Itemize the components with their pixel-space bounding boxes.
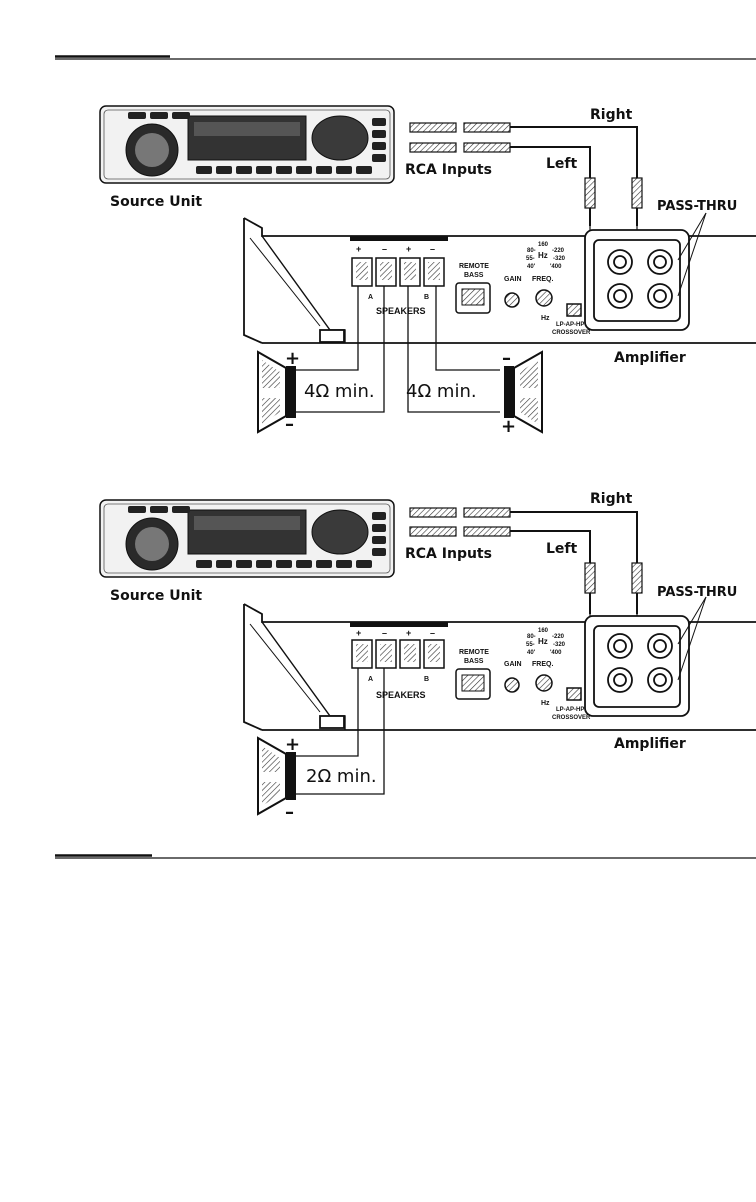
label-channel-b: B	[424, 676, 429, 683]
speaker-left	[257, 350, 296, 434]
speaker-a-bottom-sign: –	[285, 802, 294, 823]
freq-tick-40: 40'	[527, 650, 536, 656]
terminal-sign-4: –	[430, 628, 435, 638]
source-unit	[99, 105, 395, 184]
speaker-mono	[257, 736, 296, 816]
label-channel-a: A	[368, 294, 373, 301]
freq-tick-80: 80-	[527, 634, 536, 640]
source-unit	[99, 499, 395, 578]
terminal-sign-2: –	[382, 244, 387, 254]
terminal-sign-1: +	[356, 244, 361, 254]
diagram-stereo-4ohm: Right Left RCA Inputs Source Unit PASS-T…	[99, 105, 756, 437]
speaker-a-impedance: 4Ω min.	[304, 381, 375, 402]
freq-tick-80: 80-	[527, 248, 536, 254]
label-crossover-1: LP-AP-HP	[556, 707, 584, 713]
label-hz-top: Hz	[538, 251, 548, 260]
label-amplifier: Amplifier	[614, 350, 686, 366]
label-hz-bottom: Hz	[541, 700, 550, 707]
label-source-unit: Source Unit	[110, 588, 202, 604]
label-speakers: SPEAKERS	[376, 306, 426, 316]
label-source-unit: Source Unit	[110, 194, 202, 210]
speaker-b-bottom-sign: +	[501, 416, 516, 437]
freq-tick-400: '400	[550, 264, 562, 270]
gain-knob	[504, 677, 520, 693]
label-right: Right	[590, 491, 633, 507]
speaker-right	[504, 350, 543, 434]
label-freq: FREQ.	[532, 276, 553, 283]
terminal-sign-3: +	[406, 628, 411, 638]
terminal-sign-2: –	[382, 628, 387, 638]
terminal-sign-3: +	[406, 244, 411, 254]
mp3-display	[311, 509, 369, 555]
freq-tick-40: 40'	[527, 264, 536, 270]
mp3-display	[311, 115, 369, 161]
top-rule	[55, 55, 756, 60]
label-rca-inputs: RCA Inputs	[405, 546, 492, 562]
label-left: Left	[546, 541, 578, 557]
label-crossover-2: CROSSOVER	[552, 715, 591, 721]
freq-tick-160: 160	[538, 628, 549, 634]
speaker-a-top-sign: +	[285, 734, 300, 755]
label-remote: REMOTE	[459, 263, 489, 270]
gain-knob	[504, 292, 520, 308]
label-speakers: SPEAKERS	[376, 690, 426, 700]
label-freq: FREQ.	[532, 661, 553, 668]
diagram-mono-2ohm: Right Left RCA Inputs Source Unit PASS-T…	[99, 491, 756, 823]
freq-knob	[535, 289, 553, 307]
label-pass-thru: PASS-THRU	[657, 585, 737, 600]
freq-tick-220: -220	[552, 248, 565, 254]
bottom-rule	[55, 854, 756, 859]
label-gain: GAIN	[504, 276, 522, 283]
amplifier	[243, 603, 756, 731]
terminal-sign-1: +	[356, 628, 361, 638]
label-remote: REMOTE	[459, 649, 489, 656]
label-hz-bottom: Hz	[541, 315, 550, 322]
label-rca-inputs: RCA Inputs	[405, 162, 492, 178]
label-gain: GAIN	[504, 661, 522, 668]
label-crossover-1: LP-AP-HP	[556, 322, 584, 328]
label-channel-b: B	[424, 294, 429, 301]
pass-thru-jacks	[607, 596, 707, 693]
speaker-terminal-block	[350, 236, 448, 287]
freq-tick-320: -320	[553, 642, 566, 648]
freq-tick-55: 55-	[526, 256, 535, 262]
label-left: Left	[546, 156, 578, 172]
amp-controls	[455, 668, 582, 701]
freq-knob	[535, 674, 553, 692]
freq-tick-160: 160	[538, 242, 549, 248]
pass-thru-jacks	[607, 212, 707, 309]
speaker-wires	[290, 668, 385, 795]
label-pass-thru: PASS-THRU	[657, 199, 737, 214]
freq-tick-320: -320	[553, 256, 566, 262]
speaker-wires	[290, 286, 500, 413]
label-amplifier: Amplifier	[614, 736, 686, 752]
label-channel-a: A	[368, 676, 373, 683]
freq-tick-55: 55-	[526, 642, 535, 648]
speaker-a-impedance: 2Ω min.	[306, 766, 377, 787]
label-hz-top: Hz	[538, 637, 548, 646]
crossover-switch	[566, 687, 582, 701]
speaker-a-bottom-sign: –	[285, 414, 294, 435]
label-crossover-2: CROSSOVER	[552, 330, 591, 336]
speaker-b-top-sign: –	[502, 348, 511, 369]
terminal-sign-4: –	[430, 244, 435, 254]
label-bass: BASS	[464, 272, 484, 279]
amp-controls	[455, 282, 582, 317]
label-right: Right	[590, 107, 633, 123]
speaker-a-top-sign: +	[285, 348, 300, 369]
crossover-switch	[566, 303, 582, 317]
amplifier	[243, 217, 756, 344]
speaker-b-impedance: 4Ω min.	[406, 381, 477, 402]
speaker-terminal-block	[350, 622, 448, 669]
label-bass: BASS	[464, 658, 484, 665]
freq-tick-400: '400	[550, 650, 562, 656]
freq-tick-220: -220	[552, 634, 565, 640]
